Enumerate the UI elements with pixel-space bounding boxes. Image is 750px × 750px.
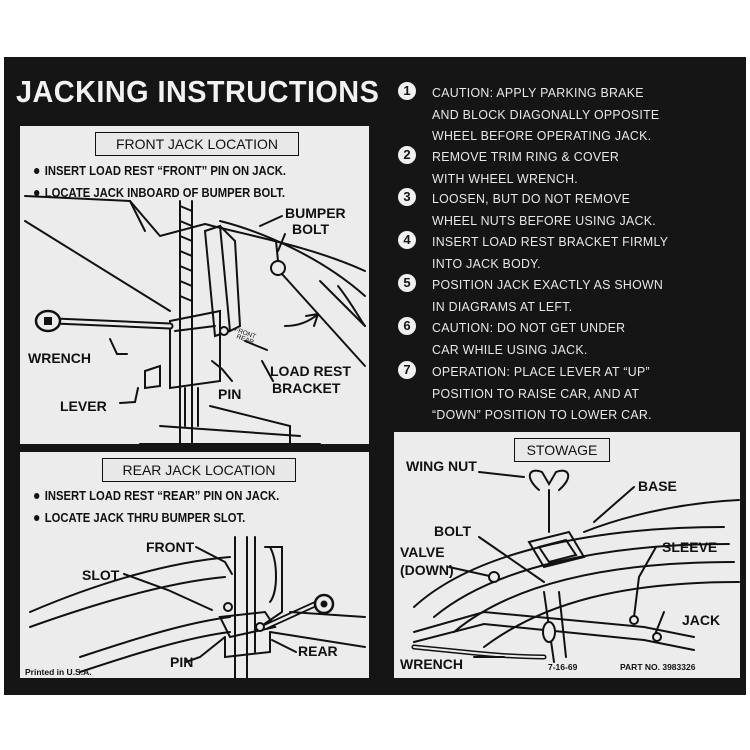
label-bumper: BUMPER [285,205,346,221]
step-text: REMOVE TRIM RING & COVER WITH WHEEL WREN… [432,149,620,186]
rear-jack-heading: REAR JACK LOCATION [102,458,296,482]
print-date: 7-16-69 [548,662,578,672]
label-slot: SLOT [82,567,120,583]
rear-jack-panel [20,452,369,678]
label-pin: PIN [218,386,242,402]
front-bullet-1: INSERT LOAD REST “FRONT” PIN ON JACK. [34,164,286,178]
bullet-dot [34,167,40,174]
label-sleeve: SLEEVE [662,539,718,555]
label-lever: LEVER [60,398,107,414]
label-jack: JACK [682,612,721,628]
stowage-illustration [411,469,740,663]
label-stowage-bolt: BOLT [434,523,472,539]
step-number: 4 [398,231,416,249]
step-number: 7 [398,361,416,379]
stowage-panel [394,432,740,678]
step-text: INSERT LOAD REST BRACKET FIRMLY INTO JAC… [432,234,669,271]
label-bracket: BRACKET [272,380,341,396]
step-text: LOOSEN, BUT DO NOT REMOVE WHEEL NUTS BEF… [432,191,656,228]
page-title: JACKING INSTRUCTIONS [16,74,380,109]
step-text: POSITION JACK EXACTLY AS SHOWN IN DIAGRA… [432,277,664,314]
front-jack-illustration: FRONT REAR [24,195,366,444]
step-text: OPERATION: PLACE LEVER AT “UP” POSITION … [432,364,652,422]
rear-bullet-2: LOCATE JACK THRU BUMPER SLOT. [34,511,245,525]
front-jack-panel: FRONT REAR [20,126,369,444]
front-jack-heading: FRONT JACK LOCATION [95,132,299,156]
label-rear-pin: PIN [170,654,194,670]
label-valve: VALVE [400,544,445,560]
label-wing-nut: WING NUT [406,458,477,474]
step-text: CAUTION: APPLY PARKING BRAKE AND BLOCK D… [432,85,660,143]
rear-bullet-1: INSERT LOAD REST “REAR” PIN ON JACK. [34,489,279,503]
part-number: PART NO. 3983326 [620,662,696,672]
step-text: CAUTION: DO NOT GET UNDER CAR WHILE USIN… [432,320,626,357]
step-number: 6 [398,317,416,335]
step-number: 3 [398,188,416,206]
label-valve-state: (DOWN) [400,562,454,578]
label-base: BASE [638,478,677,494]
stowage-heading: STOWAGE [514,438,610,462]
label-rear: REAR [298,643,338,659]
printed-in-usa: Printed in U.S.A. [25,667,92,677]
rear-jack-illustration [29,536,366,678]
label-wrench: WRENCH [28,350,91,366]
label-rear-front: FRONT [146,539,195,555]
label-stowage-wrench: WRENCH [400,656,463,672]
bullet-dot [34,189,40,196]
step-number: 5 [398,274,416,292]
label-bumper-bolt: BOLT [292,221,330,237]
label-load-rest: LOAD REST [270,363,351,379]
bullet-dot [34,514,40,521]
bullet-dot [34,492,40,499]
step-number: 1 [398,82,416,100]
front-bullet-2: LOCATE JACK INBOARD OF BUMPER BOLT. [34,186,285,200]
step-number: 2 [398,146,416,164]
